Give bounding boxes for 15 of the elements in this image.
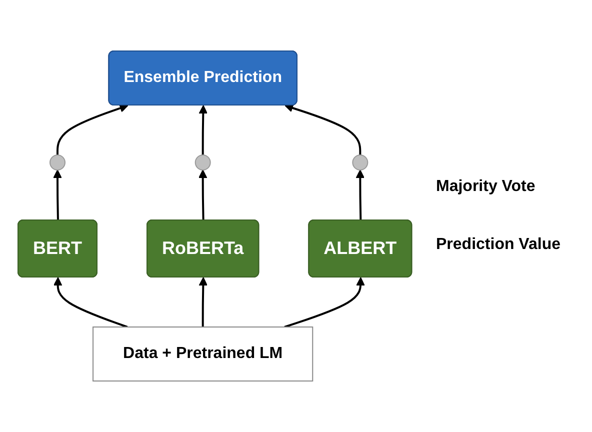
arrow	[198, 170, 208, 221]
arrow	[198, 277, 208, 327]
arrow	[54, 277, 128, 328]
arrow	[284, 277, 366, 328]
annotation-label: Majority Vote	[436, 178, 536, 196]
node-circle	[195, 154, 211, 170]
arrow	[356, 170, 365, 221]
annotation-label: Prediction Value	[436, 236, 560, 254]
arrow	[53, 170, 62, 221]
node-circle	[352, 154, 368, 170]
arrow	[56, 104, 128, 155]
arrow	[284, 104, 362, 155]
node-circle	[50, 154, 66, 170]
arrow	[198, 105, 208, 155]
node-box: Data + Pretrained LM	[92, 326, 314, 382]
